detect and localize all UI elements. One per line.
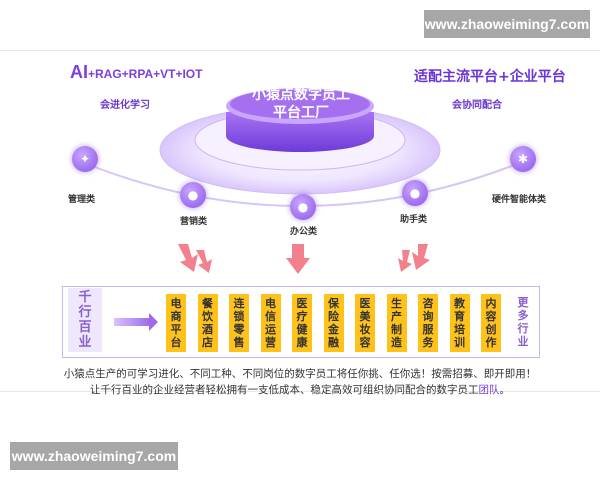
caption-line-2: 让千行百业的企业经营者轻松拥有一支低成本、稳定高效可组织协同配合的数字员工团队。 [90, 384, 510, 396]
people-icon: ● [187, 188, 199, 202]
industry-item: 餐饮酒店 [197, 294, 218, 352]
industry-item: 保险金融 [323, 294, 344, 352]
left-title: AI+RAG+RPA+VT+IOT [70, 62, 203, 82]
left-subtitle: 会进化学习 [100, 100, 150, 111]
platform-cylinder [226, 112, 374, 152]
industries-label: 千行百业 [68, 288, 102, 352]
watermark-top: www.zhaoweiming7.com [424, 10, 590, 38]
diagram-frame [0, 50, 600, 392]
node-label-assistant: 助手类 [400, 215, 428, 225]
industry-item: 电信运营 [260, 294, 281, 352]
node-office: ● [290, 194, 316, 220]
node-label-management: 管理类 [68, 195, 96, 205]
people-icon: ● [409, 186, 421, 200]
industry-item: 教育培训 [449, 294, 470, 352]
node-label-office: 办公类 [290, 227, 318, 237]
right-title: 适配主流平台+企业平台 [414, 69, 566, 85]
industry-item: 生产制造 [386, 294, 407, 352]
industry-item: 医美妆容 [355, 294, 375, 352]
node-hardware: ✱ [510, 146, 536, 172]
industry-item: 咨询服务 [418, 294, 438, 352]
industry-item: 内容创作 [481, 294, 501, 352]
right-arrow-icon [114, 313, 158, 331]
node-label-hardware: 硬件智能体类 [492, 195, 547, 205]
industry-item: 连锁零售 [229, 294, 249, 352]
caption-line-1: 小猿点生产的可学习进化、不同工种、不同岗位的数字员工将任你挑、任你选！按需招募、… [63, 368, 537, 380]
industry-item: 医疗健康 [292, 294, 312, 352]
more-industries: 更多行业 [517, 296, 529, 348]
lightbulb-icon: ✦ [79, 152, 91, 166]
people-icon: ● [297, 200, 309, 214]
caption-highlight: 团队 [478, 384, 500, 396]
node-management: ✦ [72, 146, 98, 172]
industry-item: 电商平台 [166, 294, 186, 352]
node-label-marketing: 营销类 [180, 217, 208, 227]
gear-icon: ✱ [517, 152, 529, 166]
watermark-bottom: www.zhaoweiming7.com [10, 442, 178, 470]
node-assistant: ● [402, 180, 428, 206]
right-subtitle: 会协同配合 [452, 100, 502, 111]
down-arrows [178, 244, 430, 274]
node-marketing: ● [180, 182, 206, 208]
platform-title: 小猿点数字员工 平台工厂 [252, 87, 350, 121]
